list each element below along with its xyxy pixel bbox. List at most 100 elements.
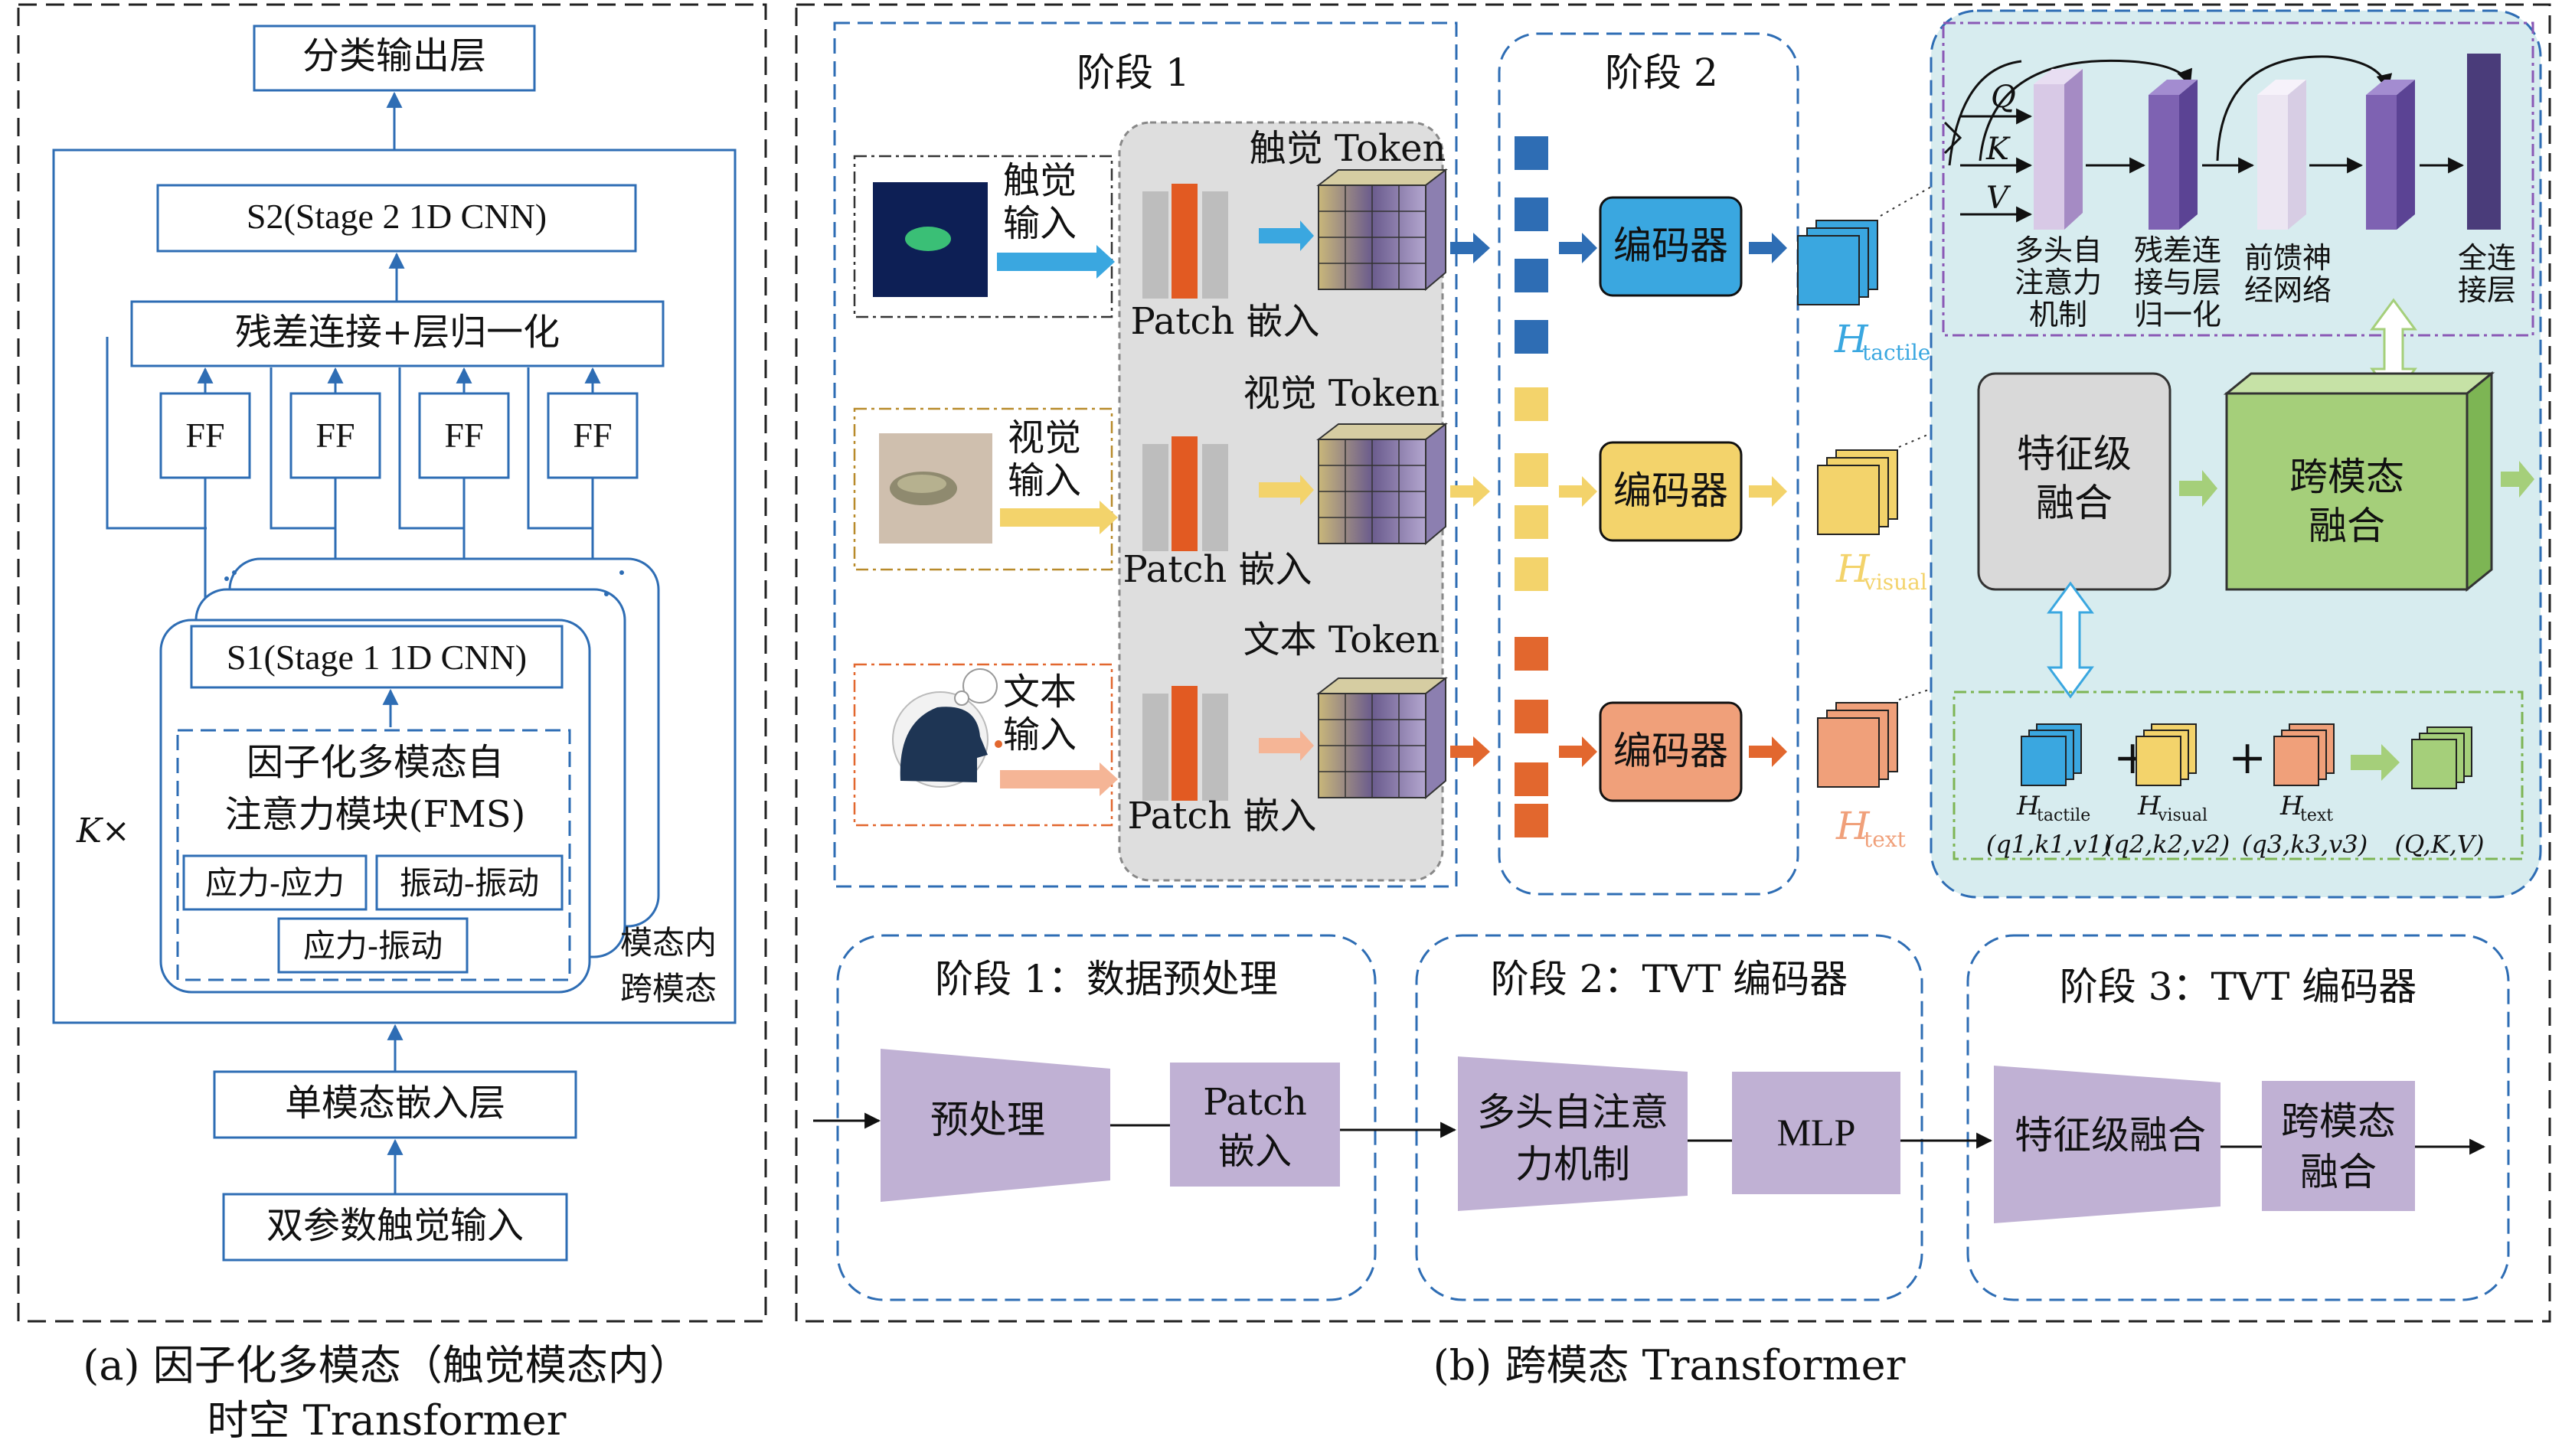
qkv-h-visual: H xyxy=(2137,791,2162,821)
feature-fusion-pipeline-label: 特征级融合 xyxy=(2015,1113,2206,1157)
stage1-title: 阶段 1 xyxy=(1077,51,1190,95)
head-silhouette-icon xyxy=(900,707,988,782)
visual-object-highlight xyxy=(897,475,946,493)
qkv-text-cube xyxy=(2273,736,2319,786)
visual-input-line1: 视觉 xyxy=(1008,416,1081,459)
resnorm-label-line2: 接与层 xyxy=(2134,266,2221,299)
tactile-slice-2 xyxy=(1172,184,1198,299)
mhsa-block-line2: 力机制 xyxy=(1515,1142,1630,1187)
preprocess-block xyxy=(881,1049,1110,1202)
cross-fusion-line1: 跨模态 xyxy=(2289,455,2404,499)
resnorm-label-line1: 残差连 xyxy=(2134,233,2221,267)
ff-label-4: FF xyxy=(573,416,612,455)
mhsa-label-line2: 注意力 xyxy=(2015,266,2102,299)
mhsa-block xyxy=(1458,1056,1688,1211)
q-label: Q xyxy=(1991,80,2016,115)
ff-label-3: FF xyxy=(444,416,483,455)
stage3-area: Q K V 多头自 注意力 机制 残差连 接与层 归一化 xyxy=(1930,9,2542,899)
qkv-h-visual-sub: visual xyxy=(2157,806,2207,825)
h-text-symbol: H xyxy=(1835,804,1871,848)
ff-row: FF FF FF FF xyxy=(159,392,639,479)
text-arrow-body xyxy=(1000,770,1100,788)
input-layer-box xyxy=(222,1193,568,1262)
tactile-blob xyxy=(905,227,951,251)
feature-fusion-pipeline-block xyxy=(1994,1066,2221,1223)
text-encoder xyxy=(1599,701,1743,802)
patch-embed-line1: Patch xyxy=(1203,1081,1307,1124)
side-label-line2: 跨模态 xyxy=(620,970,717,1007)
panel-a-frame xyxy=(17,3,767,1323)
cross-fusion-pipeline-block xyxy=(2262,1081,2415,1211)
qkv-h-text-sub: text xyxy=(2300,806,2333,825)
caption-a-line1: (a) 因子化多模态（触觉模态内） xyxy=(83,1341,691,1389)
qkv-h-tactile: H xyxy=(2016,791,2041,821)
pipeline-stage3-title: 阶段 3：TVT 编码器 xyxy=(2060,965,2417,1009)
pipeline-stage1-title: 阶段 1：数据预处理 xyxy=(935,957,1278,1001)
tactile-arrow-body xyxy=(997,253,1096,271)
resnorm-label-line3: 归一化 xyxy=(2134,298,2221,331)
stage2-frame xyxy=(1498,32,1799,896)
output-layer-box xyxy=(253,24,536,92)
mlp-block xyxy=(1732,1072,1900,1194)
cross-fusion-line2: 融合 xyxy=(2309,504,2385,548)
preprocess-label: 预处理 xyxy=(930,1098,1045,1142)
fc-label-line2: 接层 xyxy=(2458,273,2516,307)
output-layer-label: 分类输出层 xyxy=(302,34,486,77)
fms-label-line2: 注意力模块(FMS) xyxy=(225,793,526,836)
ff-label-2: FF xyxy=(315,416,355,455)
panel-b-frame xyxy=(795,3,2551,1323)
panel-a: 分类输出层 K× S2(Stage 2 1D CNN) 残差连接+层归一化 FF… xyxy=(17,3,767,1445)
visual-encoder-label: 编码器 xyxy=(1613,468,1728,513)
tactile-slice-3 xyxy=(1202,191,1228,299)
v-label: V xyxy=(1986,181,2011,216)
repeat-label: K× xyxy=(76,811,130,850)
pair-stress-stress-box xyxy=(182,854,368,911)
ff-box-4 xyxy=(547,392,639,479)
tactile-input-line2: 输入 xyxy=(1003,202,1077,245)
visual-arrow-head xyxy=(1100,501,1118,534)
patch-embed-line2: 嵌入 xyxy=(1218,1130,1292,1173)
k-label: K xyxy=(1985,132,2011,167)
visual-token-label: 视觉 Token xyxy=(1243,372,1440,415)
qkv-total-label: (Q,K,V) xyxy=(2395,830,2485,859)
h-text-cube xyxy=(1817,717,1880,788)
h-text-sub: text xyxy=(1864,827,1907,852)
stage2-title: 阶段 2 xyxy=(1605,51,1718,95)
h-tactile-sub: tactile xyxy=(1862,340,1930,365)
pipeline: 阶段 1：数据预处理 阶段 2：TVT 编码器 阶段 3：TVT 编码器 预处理… xyxy=(813,934,2510,1301)
tactile-slice-1 xyxy=(1142,191,1168,299)
text-token-label: 文本 Token xyxy=(1243,619,1440,661)
visual-input-frame xyxy=(853,407,1113,571)
tactile-patch-label: Patch 嵌入 xyxy=(1130,300,1319,343)
qkv-brace-top xyxy=(1943,121,1962,155)
pipeline-stage2-title: 阶段 2：TVT 编码器 xyxy=(1491,957,1848,1001)
repeat-block xyxy=(52,149,737,1024)
text-input-line2: 输入 xyxy=(1003,713,1077,756)
patch-embed-block xyxy=(1170,1063,1340,1187)
ff-arrows xyxy=(106,337,601,605)
h-tactile-symbol: H xyxy=(1834,317,1869,361)
caption-b: (b) 跨模态 Transformer xyxy=(1433,1341,1906,1389)
mhsa-label-line1: 多头自 xyxy=(2015,233,2102,267)
visual-encoder xyxy=(1599,441,1743,542)
visual-arrow-body xyxy=(1000,508,1100,527)
s1-label: S1(Stage 1 1D CNN) xyxy=(227,638,527,677)
ff-label-1: FF xyxy=(185,416,224,455)
pair-vib-vib: 振动-振动 xyxy=(400,864,539,902)
feature-fusion-line1: 特征级 xyxy=(2017,432,2132,476)
fc-label-line1: 全连 xyxy=(2458,241,2516,275)
pipeline-stage3-frame xyxy=(1966,934,2510,1301)
fms-module xyxy=(176,729,571,981)
tactile-encoder-label: 编码器 xyxy=(1613,224,1728,268)
h-visual-cube xyxy=(1817,465,1880,535)
feature-fusion-line2: 融合 xyxy=(2036,481,2113,525)
pipeline-stage1-frame xyxy=(836,934,1377,1301)
fms-label-line1: 因子化多模态自 xyxy=(247,741,504,784)
tactile-arrow-head xyxy=(1096,245,1115,279)
mhsa-label-line3: 机制 xyxy=(2029,298,2087,331)
ffn-label-line2: 经网络 xyxy=(2244,273,2332,307)
pair-stress-vib: 应力-振动 xyxy=(303,927,443,965)
fusion-to-qkv-arrow xyxy=(2047,581,2094,699)
s1-block xyxy=(190,625,564,689)
